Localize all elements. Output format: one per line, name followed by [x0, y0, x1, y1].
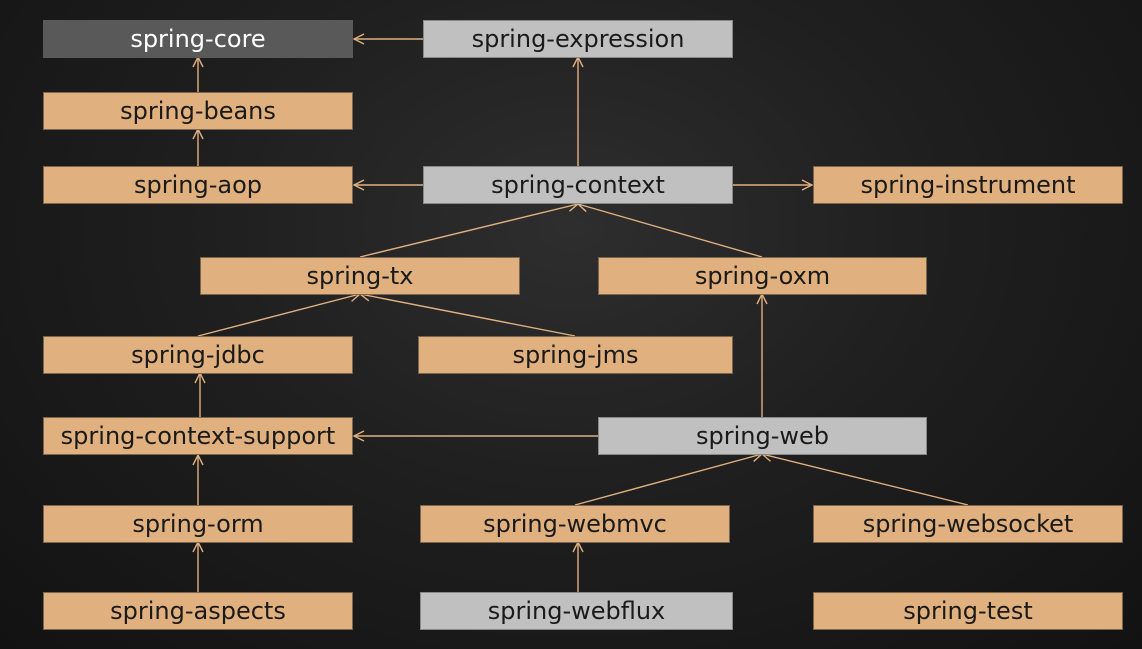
module-spring-jms: spring-jms [418, 336, 733, 374]
module-spring-beans: spring-beans [43, 92, 353, 130]
module-spring-context-support: spring-context-support [43, 417, 353, 455]
module-spring-expression: spring-expression [423, 20, 733, 58]
module-spring-core: spring-core [43, 20, 353, 58]
arrow-jdbc-to-tx [197, 294, 360, 337]
module-spring-oxm: spring-oxm [598, 257, 927, 295]
module-spring-webmvc: spring-webmvc [420, 505, 730, 543]
arrow-oxm-to-context [578, 204, 763, 258]
module-spring-web: spring-web [598, 417, 927, 455]
module-spring-orm: spring-orm [43, 505, 353, 543]
module-spring-context: spring-context [423, 166, 733, 204]
module-spring-jdbc: spring-jdbc [43, 336, 353, 374]
module-spring-test: spring-test [813, 592, 1123, 630]
module-spring-tx: spring-tx [200, 257, 520, 295]
arrow-webmvc-to-web [574, 454, 762, 506]
arrow-tx-to-context [359, 204, 578, 258]
module-spring-aspects: spring-aspects [43, 592, 353, 630]
module-spring-websocket: spring-websocket [813, 505, 1123, 543]
module-spring-webflux: spring-webflux [420, 592, 733, 630]
arrow-jms-to-tx [360, 294, 576, 337]
module-spring-instrument: spring-instrument [813, 166, 1123, 204]
arrow-websocket-to-web [762, 454, 969, 506]
module-spring-aop: spring-aop [43, 166, 353, 204]
